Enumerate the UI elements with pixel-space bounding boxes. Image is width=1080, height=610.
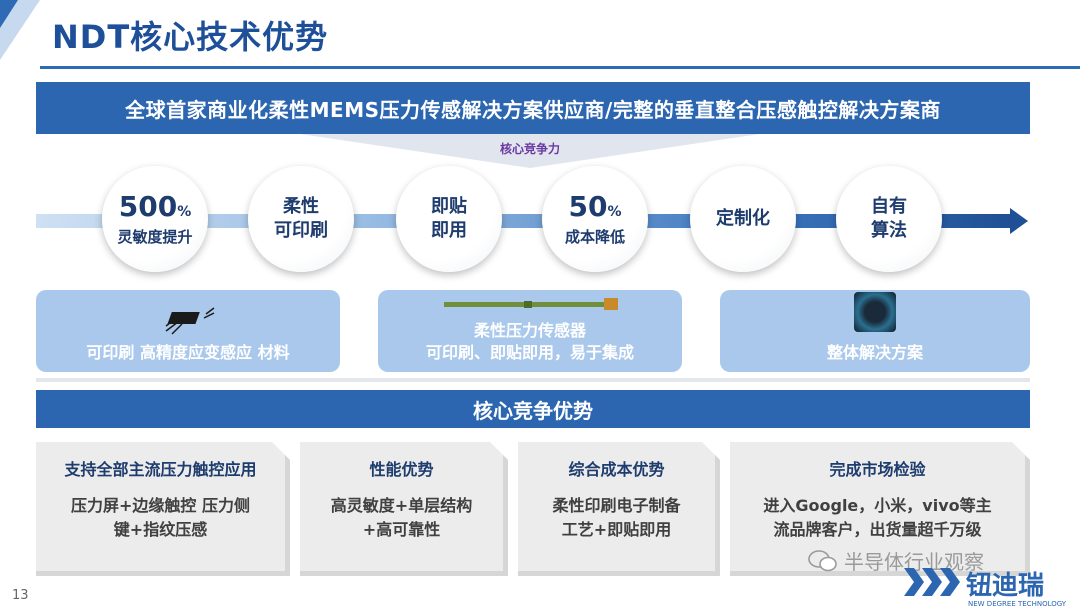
company-logo: 钮迪瑞 NEW DEGREE TECHNOLOGY (904, 568, 1067, 608)
core-competitiveness-label: 核心竞争力 (499, 142, 560, 156)
circle-algorithm: 自有 算法 (836, 166, 942, 272)
headline-text: 全球首家商业化柔性MEMS压力传感解决方案供应商/完整的垂直整合压感触控解决方案… (125, 97, 941, 122)
circle-flexible: 柔性 可印刷 (248, 166, 354, 272)
card-performance: 性能优势 高灵敏度+单层结构 +高可靠性 (300, 442, 508, 576)
advantage-band: 核心竞争优势 (36, 390, 1030, 428)
wechat-icon (808, 549, 837, 571)
logo-subtext: NEW DEGREE TECHNOLOGY (968, 600, 1067, 608)
page-number: 13 (12, 588, 29, 603)
feature-total-solution: 整体解决方案 (720, 290, 1030, 372)
circle-label: 成本降低 (564, 227, 625, 246)
card-applications: 支持全部主流压力触控应用 压力屏+边缘触控 压力侧 键+指纹压感 (36, 442, 290, 576)
circle-value: 500% (118, 189, 192, 223)
feature-text: 整体解决方案 (826, 343, 923, 362)
page-title: NDT核心技术优势 (52, 18, 329, 56)
circle-customization: 定制化 (690, 166, 796, 272)
card-title: 支持全部主流压力触控应用 (64, 460, 257, 479)
logo-text: 钮迪瑞 (966, 571, 1044, 601)
circle-value: 50% (568, 189, 622, 223)
advantage-band-text: 核心竞争优势 (473, 398, 593, 423)
corner-decoration-inner (0, 0, 18, 28)
circle-cost: 50% 成本降低 (542, 166, 648, 272)
feature-flexible-sensor: 柔性压力传感器 可印刷、即贴即用，易于集成 (378, 290, 682, 372)
card-title: 完成市场检验 (829, 460, 926, 479)
sensor-strip-icon (444, 298, 618, 310)
circuit-board-icon (854, 292, 896, 332)
feature-printable-material: 可印刷 高精度应变感应 材料 (36, 290, 340, 372)
card-market: 完成市场检验 进入Google，小米，vivo等主 流品牌客户，出货量超千万级 (730, 442, 1030, 576)
feature-text: 可印刷 高精度应变感应 材料 (86, 343, 290, 362)
card-cost: 综合成本优势 柔性印刷电子制备 工艺+即贴即用 (518, 442, 720, 576)
circle-ready-to-use: 即贴 即用 (396, 166, 502, 272)
circle-sensitivity: 500% 灵敏度提升 (102, 166, 208, 272)
title-divider (40, 66, 1080, 69)
funnel-shape (300, 134, 760, 168)
chip-icon (165, 307, 215, 335)
card-title: 性能优势 (369, 460, 434, 479)
headline-banner: 全球首家商业化柔性MEMS压力传感解决方案供应商/完整的垂直整合压感触控解决方案… (36, 82, 1030, 134)
card-title: 综合成本优势 (568, 460, 665, 479)
timeline-arrow-icon (1010, 208, 1028, 234)
divider (36, 378, 1030, 382)
circle-label: 灵敏度提升 (117, 227, 193, 246)
